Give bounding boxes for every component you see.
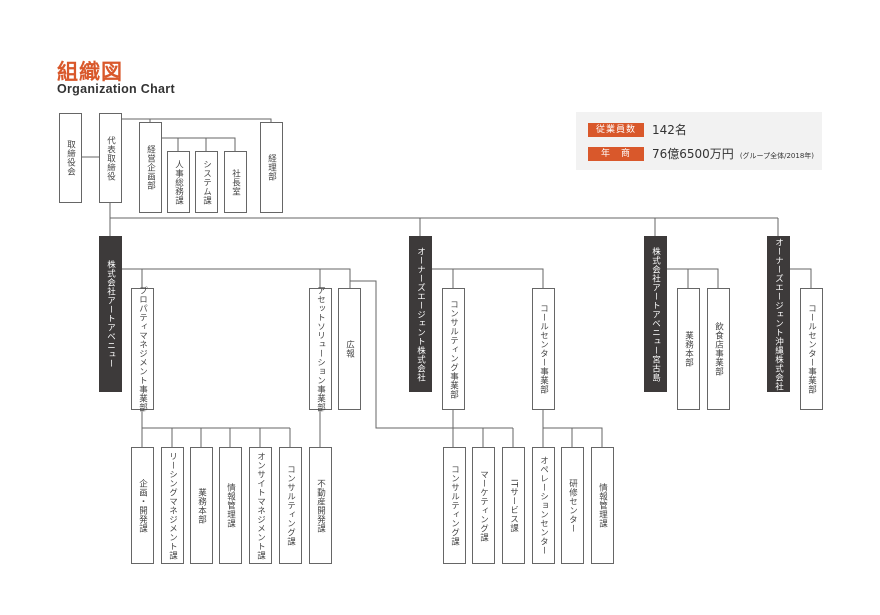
box-label: 情報管理課 — [597, 483, 608, 528]
box-label: コンサルティング事業部 — [448, 299, 459, 399]
section-box: オンサイトマネジメント課 — [249, 447, 272, 564]
box-label: マーケティング課 — [478, 469, 489, 542]
box-label: コールセンター事業部 — [538, 304, 549, 394]
company-okinawa: オーナーズエージェント沖縄株式会社 — [767, 236, 790, 392]
page-title: 組織図 — [57, 60, 123, 84]
section-box: コンサルティング課 — [443, 447, 466, 564]
box-label: オペレーションセンター — [538, 456, 549, 555]
box-label: 不動産開発課 — [315, 478, 326, 533]
box-label: 飲食店事業部 — [713, 322, 724, 376]
box-label: アセットソリューション事業部 — [315, 286, 326, 412]
box-label: リーシングマネジメント課 — [167, 451, 178, 560]
division-pr: 広報 — [338, 288, 361, 410]
planning-box: 経営企画部 — [139, 122, 162, 213]
box-label: オンサイトマネジメント課 — [255, 451, 266, 560]
division-miyako-restaurant: 飲食店事業部 — [707, 288, 730, 410]
division-consulting: コンサルティング事業部 — [442, 288, 465, 410]
page-subtitle: Organization Chart — [57, 82, 175, 96]
sales-note: (グループ全体/2018年) — [739, 152, 815, 160]
ceo-box: 代表取締役 — [99, 113, 122, 203]
section-box: リーシングマネジメント課 — [161, 447, 184, 564]
section-box: ITサービス課 — [502, 447, 525, 564]
box-label: 人事総務課 — [173, 159, 184, 205]
sales-value: 76億6500万円 — [652, 147, 734, 161]
section-box: 研修センター — [561, 447, 584, 564]
box-label: ITサービス課 — [508, 478, 519, 533]
employees-value: 142名 — [652, 123, 687, 137]
box-label: 研修センター — [567, 478, 578, 533]
box-label: 業務本部 — [683, 331, 694, 367]
hr-box: 人事総務課 — [167, 151, 190, 213]
box-label: 代表取締役 — [105, 135, 116, 181]
company-art-avenue: 株式会社アートアベニュー — [99, 236, 122, 392]
division-okinawa-callcenter: コールセンター事業部 — [800, 288, 823, 410]
section-box: 不動産開発課 — [309, 447, 332, 564]
box-label: 企画・開発課 — [137, 478, 148, 533]
box-label: オーナーズエージェント株式会社 — [415, 246, 426, 382]
box-label: コールセンター事業部 — [806, 304, 817, 394]
sales-label: 年 商 — [588, 147, 644, 161]
section-box: オペレーションセンター — [532, 447, 555, 564]
box-label: 社長室 — [230, 168, 241, 196]
box-label: コンサルティング課 — [449, 465, 460, 546]
company-owners-agent: オーナーズエージェント株式会社 — [409, 236, 432, 392]
system-box: システム課 — [195, 151, 218, 213]
division-miyako-operations: 業務本部 — [677, 288, 700, 410]
division-property-management: プロパティマネジメント事業部 — [131, 286, 154, 412]
employees-label: 従業員数 — [588, 123, 644, 137]
sales-value-row: 76億6500万円 (グループ全体/2018年) — [652, 145, 814, 162]
box-label: 業務本部 — [196, 487, 207, 524]
box-label: 広報 — [344, 340, 355, 358]
box-label: 経営企画部 — [145, 145, 156, 190]
president-office-box: 社長室 — [224, 151, 247, 213]
box-label: コンサルティング課 — [285, 465, 296, 546]
board-box: 取締役会 — [59, 113, 82, 203]
box-label: 株式会社アートアベニュー宮古島 — [650, 246, 661, 382]
section-box: コンサルティング課 — [279, 447, 302, 564]
box-label: システム課 — [201, 159, 212, 205]
accounting-box: 経理部 — [260, 122, 283, 213]
box-label: 情報管理課 — [225, 483, 236, 528]
company-miyako: 株式会社アートアベニュー宮古島 — [644, 236, 667, 392]
box-label: 株式会社アートアベニュー — [105, 260, 116, 368]
box-label: 経理部 — [266, 154, 277, 181]
box-label: 取締役会 — [65, 140, 76, 176]
division-asset-solution: アセットソリューション事業部 — [309, 286, 332, 412]
company-info-panel: 従業員数 142名 年 商 76億6500万円 (グループ全体/2018年) — [576, 112, 822, 170]
division-callcenter: コールセンター事業部 — [532, 288, 555, 410]
section-box: 業務本部 — [190, 447, 213, 564]
box-label: プロパティマネジメント事業部 — [137, 286, 148, 412]
box-label: オーナーズエージェント沖縄株式会社 — [773, 237, 784, 391]
section-box: マーケティング課 — [472, 447, 495, 564]
section-box: 情報管理課 — [591, 447, 614, 564]
section-box: 情報管理課 — [219, 447, 242, 564]
section-box: 企画・開発課 — [131, 447, 154, 564]
